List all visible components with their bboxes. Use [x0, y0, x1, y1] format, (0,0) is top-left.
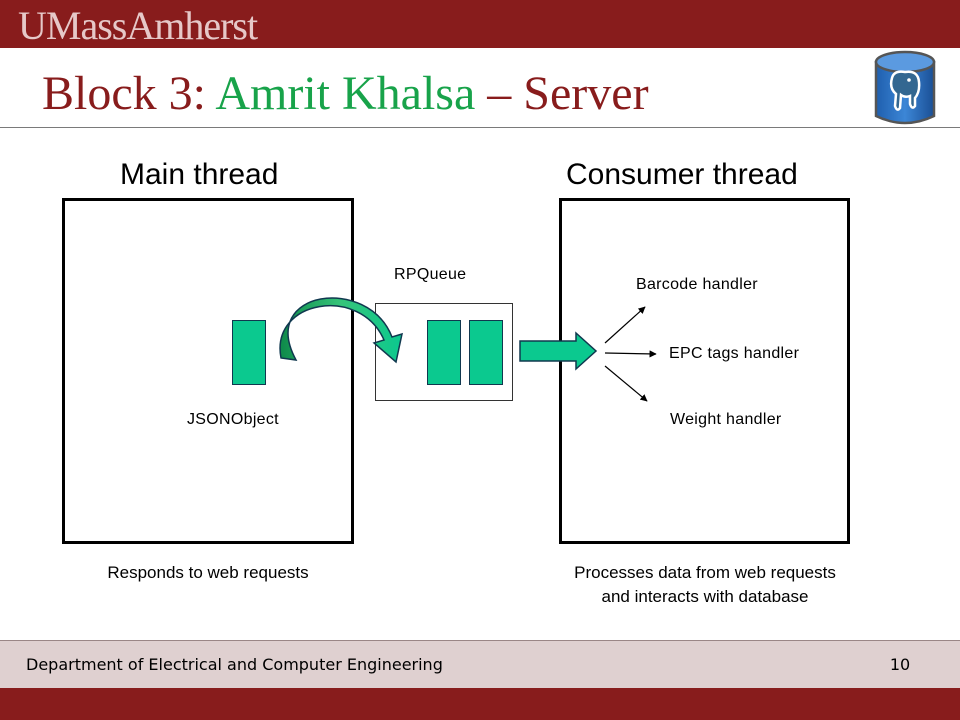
- title-name: Amrit Khalsa: [215, 67, 476, 120]
- queue-item-block: [469, 320, 503, 385]
- barcode-handler-label: Barcode handler: [636, 276, 758, 293]
- json-object-block: [232, 320, 266, 385]
- weight-handler-label: Weight handler: [670, 411, 782, 428]
- consumer-caption-line-2: and interacts with database: [601, 587, 809, 606]
- json-object-label: JSONObject: [187, 411, 279, 428]
- main-thread-box: [62, 198, 354, 544]
- epc-tags-handler-label: EPC tags handler: [669, 345, 800, 362]
- footer-band: [0, 641, 960, 688]
- main-thread-heading: Main thread: [120, 158, 279, 191]
- page-number: 10: [889, 655, 911, 674]
- title-prefix: Block 3:: [42, 67, 216, 120]
- bottom-banner: [0, 688, 960, 720]
- consumer-caption-line-1: Processes data from web requests: [574, 563, 836, 582]
- consumer-thread-heading: Consumer thread: [566, 158, 798, 191]
- consumer-thread-box: [559, 198, 850, 544]
- footer-divider: [0, 640, 960, 641]
- queue-item-block: [427, 320, 461, 385]
- umass-amherst-logo-text: UMassAmherst: [18, 3, 258, 48]
- rpqueue-label: RPQueue: [394, 266, 467, 283]
- slide-title: Block 3: Amrit Khalsa – Server: [42, 66, 649, 122]
- consumer-thread-caption: Processes data from web requests and int…: [520, 561, 890, 609]
- main-thread-caption: Responds to web requests: [107, 563, 309, 582]
- department-name: Department of Electrical and Computer En…: [26, 655, 443, 674]
- top-banner: UMassAmherst: [0, 0, 960, 48]
- postgresql-elephant-database-icon: [874, 50, 936, 125]
- title-divider: [0, 127, 960, 128]
- title-suffix: – Server: [475, 67, 649, 120]
